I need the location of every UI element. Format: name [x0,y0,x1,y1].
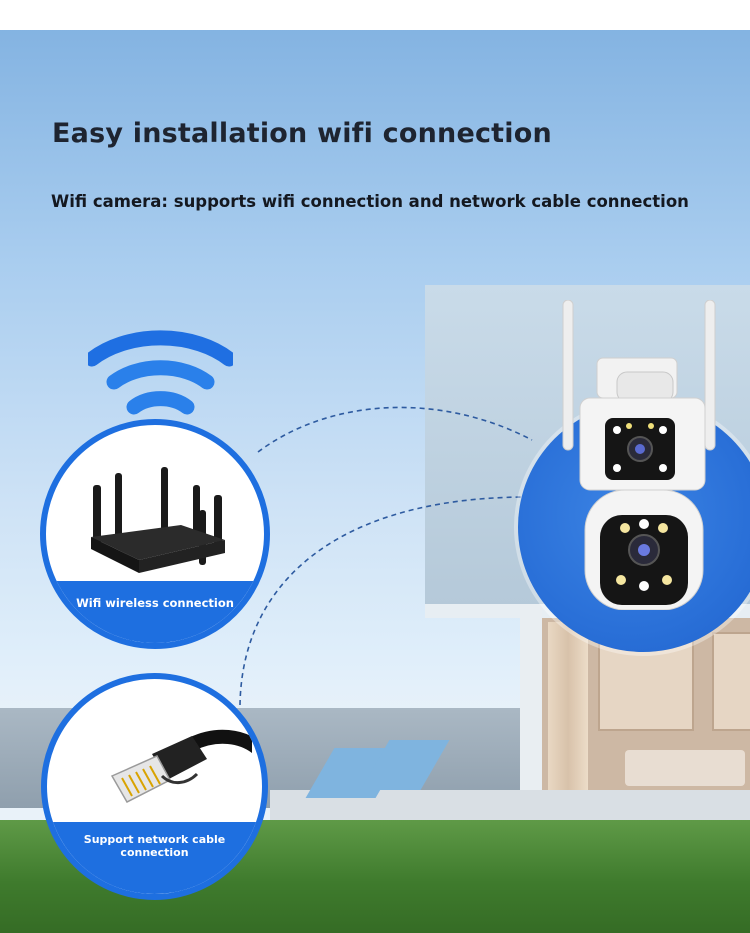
house-pillar [520,604,542,814]
wifi-feature-circle: Wifi wireless connection [40,419,270,649]
top-margin [0,0,750,30]
wifi-label: Wifi wireless connection [46,581,264,643]
page-title: Easy installation wifi connection [52,118,552,149]
house-curtain [548,622,588,802]
house-window [712,632,750,731]
page-subtitle: Wifi camera: supports wifi connection an… [51,192,689,211]
cable-label-line1: Support network cable [83,833,226,846]
cable-label: Support network cable connection [47,822,262,894]
cable-label-line2: connection [120,846,189,859]
router-image [91,467,225,573]
cable-feature-circle: Support network cable connection [41,673,268,900]
ethernet-cable-image [110,729,252,803]
wifi-icon [88,330,233,415]
house-sofa [625,750,745,786]
camera-circle [518,402,750,652]
